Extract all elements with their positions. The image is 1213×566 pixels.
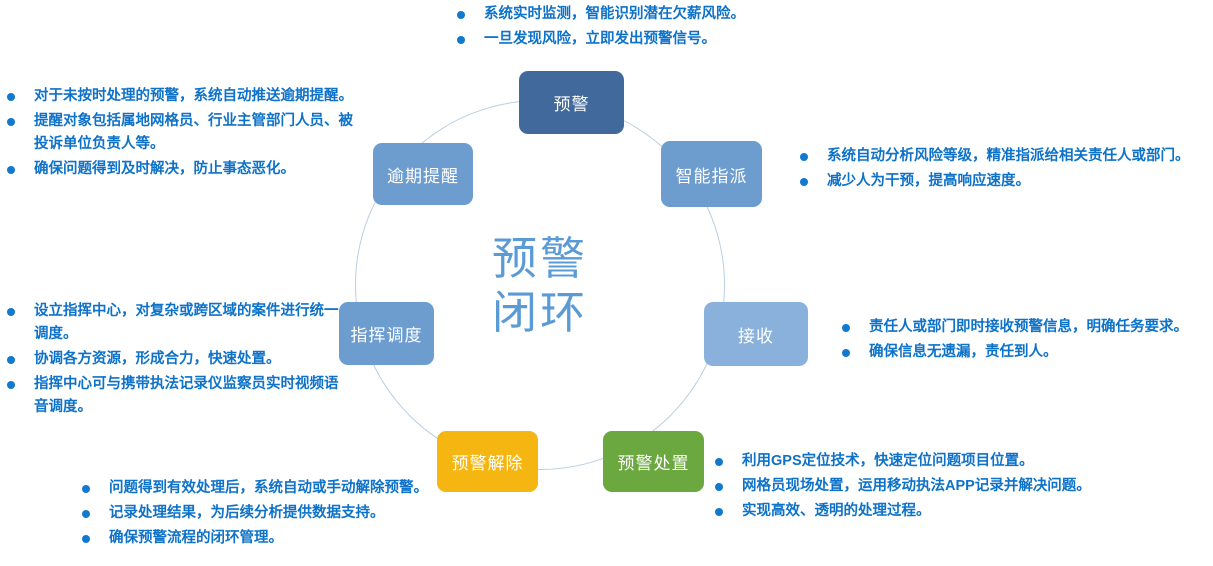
bullet-item: 系统实时监测，智能识别潜在欠薪风险。 xyxy=(450,3,870,26)
bullet-item: 指挥中心可与携带执法记录仪监察员实时视频语音调度。 xyxy=(0,373,340,419)
bullet-dot xyxy=(457,11,465,19)
bullet-dot xyxy=(715,483,723,491)
bullet-dot xyxy=(800,178,808,186)
node-label: 预警解除 xyxy=(451,454,524,473)
bullet-text: 网格员现场处置，运用移动执法APP记录并解决问题。 xyxy=(742,478,1091,494)
callout-right-upper: 系统自动分析风险等级，精准指派给相关责任人或部门。 减少人为干预，提高响应速度。 xyxy=(793,145,1205,195)
callout-top: 系统实时监测，智能识别潜在欠薪风险。 一旦发现风险，立即发出预警信号。 xyxy=(450,3,870,53)
bullet-text: 记录处理结果，为后续分析提供数据支持。 xyxy=(109,505,385,521)
node-yujing-chuzhi[interactable]: 预警处置 xyxy=(603,431,704,492)
bullet-text: 减少人为干预，提高响应速度。 xyxy=(827,173,1030,189)
bullet-item: 减少人为干预，提高响应速度。 xyxy=(793,170,1205,193)
bullet-item: 记录处理结果，为后续分析提供数据支持。 xyxy=(75,502,450,525)
bullet-item: 对于未按时处理的预警，系统自动推送逾期提醒。 xyxy=(0,85,362,108)
bullet-dot xyxy=(7,308,15,316)
bullet-dot xyxy=(82,485,90,493)
bullet-text: 责任人或部门即时接收预警信息，明确任务要求。 xyxy=(869,319,1188,335)
bullet-item: 确保预警流程的闭环管理。 xyxy=(75,527,450,550)
bullet-dot xyxy=(7,381,15,389)
node-label: 逾期提醒 xyxy=(387,166,459,186)
node-zhihui-diaodu[interactable]: 指挥调度 xyxy=(339,302,434,365)
bullet-item: 协调各方资源，形成合力，快速处置。 xyxy=(0,348,340,371)
bullet-dot xyxy=(82,510,90,518)
node-yuqi-tixing[interactable]: 逾期提醒 xyxy=(373,143,473,205)
bullet-dot xyxy=(7,356,15,364)
bullet-text: 确保信息无遗漏，责任到人。 xyxy=(869,344,1058,360)
callout-top-left: 对于未按时处理的预警，系统自动推送逾期提醒。 提醒对象包括属地网格员、行业主管部… xyxy=(0,85,362,183)
bullet-dot xyxy=(7,93,15,101)
bullet-dot xyxy=(7,166,15,174)
node-label: 预警 xyxy=(553,95,590,114)
node-label: 智能指派 xyxy=(675,166,748,186)
bullet-text: 对于未按时处理的预警，系统自动推送逾期提醒。 xyxy=(34,88,353,104)
bullet-item: 系统自动分析风险等级，精准指派给相关责任人或部门。 xyxy=(793,145,1205,168)
bullet-item: 确保信息无遗漏，责任到人。 xyxy=(835,341,1213,364)
bullet-dot xyxy=(7,118,15,126)
node-yujing-jiechu[interactable]: 预警解除 xyxy=(437,431,538,492)
bullet-text: 系统自动分析风险等级，精准指派给相关责任人或部门。 xyxy=(827,148,1190,164)
bullet-item: 一旦发现风险，立即发出预警信号。 xyxy=(450,28,870,51)
bullet-text: 设立指挥中心，对复杂或跨区域的案件进行统一调度。 xyxy=(34,303,339,342)
callout-left-middle: 设立指挥中心，对复杂或跨区域的案件进行统一调度。 协调各方资源，形成合力，快速处… xyxy=(0,300,340,421)
bullet-text: 问题得到有效处理后，系统自动或手动解除预警。 xyxy=(109,480,428,496)
bullet-item: 提醒对象包括属地网格员、行业主管部门人员、被投诉单位负责人等。 xyxy=(0,110,362,156)
bullet-text: 一旦发现风险，立即发出预警信号。 xyxy=(484,31,716,47)
bullet-item: 网格员现场处置，运用移动执法APP记录并解决问题。 xyxy=(708,475,1208,498)
node-label: 预警处置 xyxy=(617,454,690,473)
node-zhineng-zhipai[interactable]: 智能指派 xyxy=(661,141,762,207)
bullet-dot xyxy=(457,36,465,44)
callout-right-lower: 利用GPS定位技术，快速定位问题项目位置。 网格员现场处置，运用移动执法APP记… xyxy=(708,450,1208,525)
bullet-text: 指挥中心可与携带执法记录仪监察员实时视频语音调度。 xyxy=(34,376,339,415)
callout-bottom-left: 问题得到有效处理后，系统自动或手动解除预警。 记录处理结果，为后续分析提供数据支… xyxy=(75,477,450,552)
bullet-item: 问题得到有效处理后，系统自动或手动解除预警。 xyxy=(75,477,450,500)
bullet-text: 实现高效、透明的处理过程。 xyxy=(742,503,931,519)
node-label: 指挥调度 xyxy=(350,326,423,345)
bullet-text: 确保预警流程的闭环管理。 xyxy=(109,530,283,546)
bullet-item: 责任人或部门即时接收预警信息，明确任务要求。 xyxy=(835,316,1213,339)
bullet-dot xyxy=(842,349,850,357)
callout-right-middle: 责任人或部门即时接收预警信息，明确任务要求。 确保信息无遗漏，责任到人。 xyxy=(835,316,1213,366)
bullet-text: 利用GPS定位技术，快速定位问题项目位置。 xyxy=(742,453,1034,469)
node-yujing[interactable]: 预警 xyxy=(519,71,624,134)
bullet-text: 协调各方资源，形成合力，快速处置。 xyxy=(34,351,281,367)
bullet-dot xyxy=(82,535,90,543)
bullet-dot xyxy=(842,324,850,332)
bullet-dot xyxy=(715,458,723,466)
bullet-dot xyxy=(800,153,808,161)
bullet-dot xyxy=(715,508,723,516)
bullet-text: 系统实时监测，智能识别潜在欠薪风险。 xyxy=(484,6,745,22)
center-title: 预警 闭环 xyxy=(491,233,588,338)
bullet-item: 实现高效、透明的处理过程。 xyxy=(708,500,1208,523)
node-jieshou[interactable]: 接收 xyxy=(704,302,808,366)
bullet-text: 确保问题得到及时解决，防止事态恶化。 xyxy=(34,161,295,177)
node-label: 接收 xyxy=(738,326,774,346)
bullet-item: 利用GPS定位技术，快速定位问题项目位置。 xyxy=(708,450,1208,473)
bullet-item: 设立指挥中心，对复杂或跨区域的案件进行统一调度。 xyxy=(0,300,340,346)
bullet-item: 确保问题得到及时解决，防止事态恶化。 xyxy=(0,158,362,181)
bullet-text: 提醒对象包括属地网格员、行业主管部门人员、被投诉单位负责人等。 xyxy=(34,113,353,152)
